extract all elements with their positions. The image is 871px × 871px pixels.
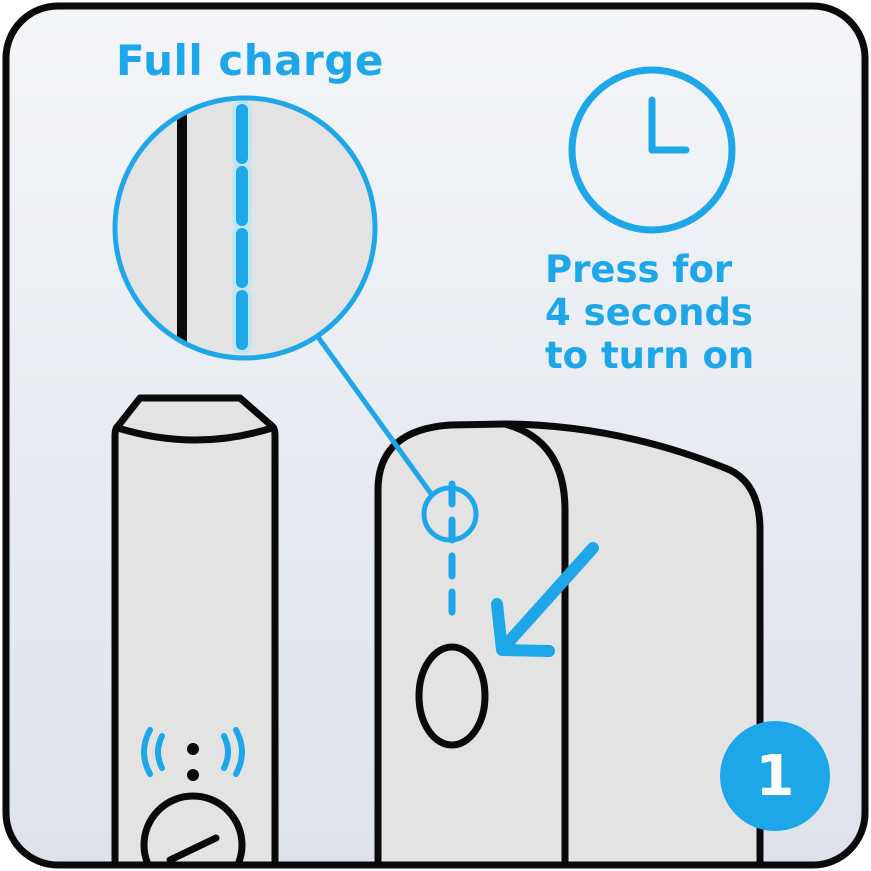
step-number-badge: 1 xyxy=(720,721,830,831)
instruction-line-1: Press for xyxy=(545,248,733,291)
vibration-icon xyxy=(141,727,245,777)
instruction-seconds-number: 4 xyxy=(545,291,571,334)
instruction-seconds-unit: seconds xyxy=(570,291,753,334)
clock-icon xyxy=(568,66,736,234)
power-button[interactable] xyxy=(415,643,489,749)
stick-cap xyxy=(140,792,246,865)
magnifier-origin xyxy=(421,485,479,543)
magnifier-connector xyxy=(315,335,435,497)
full-charge-label: Full charge xyxy=(116,36,384,85)
arrow-icon xyxy=(491,542,599,657)
press-instruction: Press for 4 seconds to turn on xyxy=(545,248,754,377)
instruction-line-3: to turn on xyxy=(545,334,755,377)
stick-device xyxy=(111,394,279,865)
holder-device xyxy=(374,420,764,865)
magnifier-icon xyxy=(112,95,378,361)
